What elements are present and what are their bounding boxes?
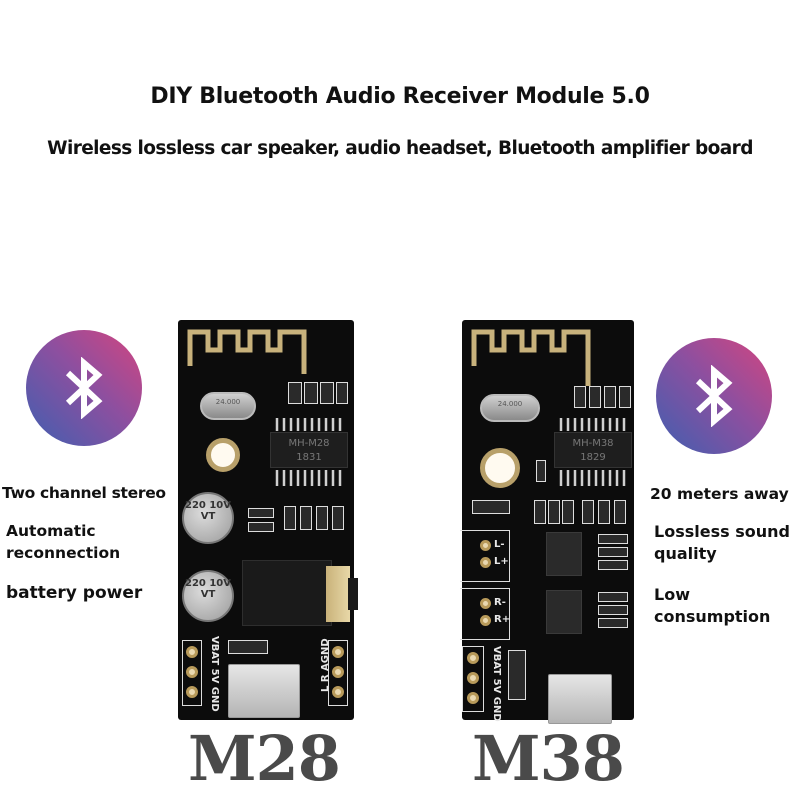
- pin-label-power: VBAT 5V GND: [209, 636, 220, 712]
- mounting-hole: [480, 448, 520, 488]
- feature-lossless-sound-quality: Lossless sound quality: [654, 522, 790, 563]
- audio-jack: [242, 560, 332, 626]
- crystal-oscillator: 24.000: [480, 394, 540, 422]
- micro-usb-port: [548, 674, 612, 724]
- page-title: DIY Bluetooth Audio Receiver Module 5.0: [150, 84, 650, 109]
- capacitor: 220 10V VT: [182, 492, 234, 544]
- bluetooth-chip: MH-M28 1831: [270, 432, 348, 468]
- label-r-minus: R-: [494, 597, 506, 608]
- pin-label-power: VBAT 5V GND: [491, 646, 502, 722]
- micro-usb-port: [228, 664, 300, 718]
- feature-automatic-reconnection: Automatic reconnection: [6, 522, 121, 562]
- pcb-antenna-icon: [187, 329, 307, 374]
- label-l-plus: L+: [494, 556, 509, 567]
- page-subtitle: Wireless lossless car speaker, audio hea…: [47, 138, 753, 159]
- feature-two-channel-stereo: Two channel stereo: [2, 484, 166, 502]
- model-label-m28: M28: [188, 722, 341, 795]
- amplifier-chip-left: [546, 532, 582, 576]
- chip-pins: [275, 418, 342, 486]
- model-label-m38: M38: [472, 722, 625, 795]
- label-l-minus: L-: [494, 539, 505, 550]
- feature-battery-power: battery power: [6, 583, 143, 603]
- feature-low-consumption: Low consumption: [654, 585, 771, 626]
- bluetooth-icon: [26, 330, 142, 446]
- capacitor: 220 10V VT: [182, 570, 234, 622]
- mounting-hole: [206, 438, 240, 472]
- chip-pins: [559, 418, 626, 486]
- m28-board-image: 24.000 MH-M28 1831 220 10V VT 220 10V VT…: [178, 320, 358, 720]
- pcb-antenna-icon: [471, 329, 591, 386]
- feature-20-meters-away: 20 meters away: [650, 485, 789, 503]
- amplifier-chip-right: [546, 590, 582, 634]
- bluetooth-icon: [656, 338, 772, 454]
- bluetooth-chip: MH-M38 1829: [554, 432, 632, 468]
- label-r-plus: R+: [494, 614, 511, 625]
- crystal-oscillator: 24.000: [200, 392, 256, 420]
- m38-board-image: 24.000 MH-M38 1829 L- L+ R- R+ VBAT: [460, 320, 634, 724]
